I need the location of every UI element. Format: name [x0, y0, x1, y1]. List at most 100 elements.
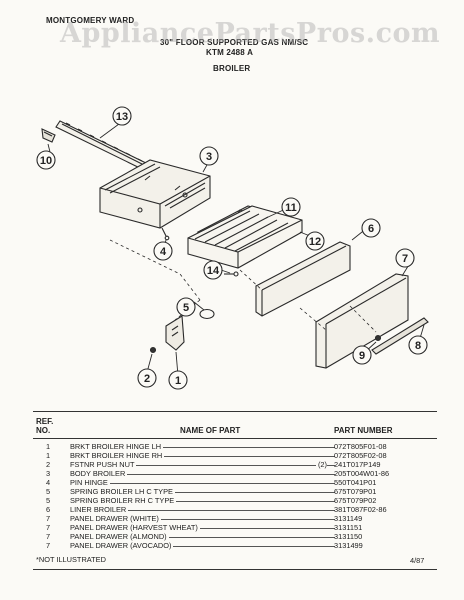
- leader-line: [70, 537, 335, 538]
- model-number: KTM 2488 A: [206, 48, 254, 57]
- part-number: 072T805F01-08: [334, 442, 387, 451]
- callout-labels: 13 10 3 4 11 12 6 7 14 5 8 9 2 1: [40, 111, 421, 387]
- assembly-guide-lines: [109, 239, 377, 333]
- callout-12: 12: [309, 236, 321, 248]
- ref-number: 3: [45, 469, 51, 478]
- part-13-rail: [55, 120, 151, 172]
- part-5-spring: [199, 308, 215, 320]
- part-number: 205T004W01-86: [334, 469, 390, 478]
- part-name: BODY BROILER: [70, 469, 128, 478]
- table-header-rule: [33, 438, 437, 439]
- table-row: 1 BRKT BROILER HINGE RH 072T805F02-08: [38, 451, 440, 460]
- callout-circles: [36, 106, 428, 390]
- callout-3: 3: [206, 151, 212, 163]
- ref-number: 2: [45, 460, 51, 469]
- part-name: PANEL DRAWER (HARVEST WHEAT): [70, 523, 200, 532]
- exploded-parts-diagram: 13 10 3 4 11 12 6 7 14 5 8 9 2 1: [36, 106, 429, 390]
- leader-line: [70, 501, 335, 502]
- model-description: 30" FLOOR SUPPORTED GAS NM/SC: [160, 38, 309, 47]
- part-quantity: (2): [315, 460, 327, 469]
- leader-line: [70, 474, 335, 475]
- part-name: BRKT BROILER HINGE RH: [70, 451, 165, 460]
- ref-number: 7: [45, 523, 51, 532]
- part-4-pin: [161, 227, 170, 241]
- table-row: 7 PANEL DRAWER (ALMOND) 3131150: [38, 532, 440, 541]
- callout-14: 14: [207, 265, 220, 277]
- part-name: LINER BROILER: [70, 505, 129, 514]
- part-8-trim: [371, 317, 429, 355]
- watermark: AppliancePartsPros.com: [60, 18, 441, 49]
- part-number: 3131151: [334, 523, 363, 532]
- part-3-body: [99, 159, 211, 229]
- leader-line: [70, 465, 335, 466]
- ref-number: 7: [45, 541, 51, 550]
- callout-13: 13: [116, 111, 128, 123]
- ref-number: 5: [45, 487, 51, 496]
- part-number: 072T805F02-08: [334, 451, 387, 460]
- callout-9: 9: [359, 350, 365, 362]
- not-illustrated-note: *NOT ILLUSTRATED: [36, 555, 106, 564]
- leader-line: [70, 447, 335, 448]
- table-row: 3 BODY BROILER 205T004W01-86: [38, 469, 440, 478]
- leader-line: [70, 456, 335, 457]
- part-2-nut: [149, 346, 157, 354]
- leader-line: [70, 510, 335, 511]
- part-name: FSTNR PUSH NUT: [70, 460, 137, 469]
- callout-5: 5: [183, 302, 189, 314]
- leader-line: [70, 492, 335, 493]
- table-row: 2 FSTNR PUSH NUT (2) 241T017P149: [38, 460, 440, 469]
- callout-6: 6: [368, 223, 374, 235]
- table-row: 7 PANEL DRAWER (AVOCADO) 3131499: [38, 541, 440, 550]
- part-14-pin: [224, 271, 239, 277]
- leader-line: [70, 546, 335, 547]
- callout-1: 1: [175, 375, 181, 387]
- table-bottom-rule: [33, 569, 437, 570]
- callout-7: 7: [402, 253, 408, 265]
- ref-number: 7: [45, 532, 51, 541]
- section-title: BROILER: [213, 64, 251, 73]
- part-10-bracket: [41, 128, 56, 143]
- ref-number: 5: [45, 496, 51, 505]
- leader-line: [70, 519, 335, 520]
- part-9-pin: [374, 334, 382, 342]
- part-number: 550T041P01: [334, 478, 377, 487]
- part-1-hinge: [165, 315, 185, 351]
- leader-line: [70, 528, 335, 529]
- table-top-rule: [33, 411, 437, 412]
- part-number: 675T079P01: [334, 487, 377, 496]
- part-6-liner: [255, 241, 351, 317]
- part-12-pan: [187, 205, 303, 269]
- part-name: SPRING BROILER RH C TYPE: [70, 496, 177, 505]
- part-number: 3131149: [334, 514, 363, 523]
- callout-10: 10: [40, 155, 52, 167]
- ref-number: 1: [45, 451, 51, 460]
- part-number: 3131150: [334, 532, 363, 541]
- ref-column-header: REF. NO.: [36, 417, 54, 435]
- ref-number: 7: [45, 514, 51, 523]
- ref-number: 4: [45, 478, 51, 487]
- callout-11: 11: [285, 202, 297, 214]
- part-name: PANEL DRAWER (ALMOND): [70, 532, 169, 541]
- part-number-column-header: PART NUMBER: [334, 426, 393, 435]
- table-row: 7 PANEL DRAWER (HARVEST WHEAT) 3131151: [38, 523, 440, 532]
- part-name: PANEL DRAWER (WHITE): [70, 514, 161, 523]
- table-row: 7 PANEL DRAWER (WHITE) 3131149: [38, 514, 440, 523]
- part-number: 241T017P149: [334, 460, 381, 469]
- part-number: 3131499: [334, 541, 363, 550]
- part-number: 381T087F02-86: [334, 505, 387, 514]
- part-7-panel: [315, 273, 409, 369]
- table-row: 5 SPRING BROILER LH C TYPE 675T079P01: [38, 487, 440, 496]
- part-name: SPRING BROILER LH C TYPE: [70, 487, 175, 496]
- part-name: PANEL DRAWER (AVOCADO): [70, 541, 174, 550]
- table-row: 5 SPRING BROILER RH C TYPE 675T079P02: [38, 496, 440, 505]
- callout-2: 2: [144, 373, 150, 385]
- leader-line: [70, 483, 335, 484]
- part-name: BRKT BROILER HINGE LH: [70, 442, 164, 451]
- callout-8: 8: [415, 340, 421, 352]
- brand-label: MONTGOMERY WARD: [46, 16, 135, 25]
- part-name: PIN HINGE: [70, 478, 110, 487]
- part-number: 675T079P02: [334, 496, 377, 505]
- table-row: 4 PIN HINGE 550T041P01: [38, 478, 440, 487]
